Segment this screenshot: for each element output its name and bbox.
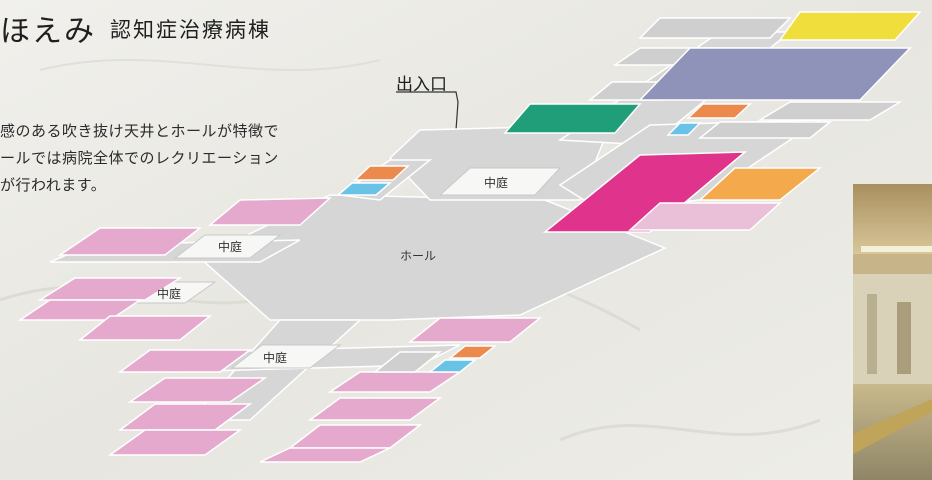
description-line-3: が行われます。 — [0, 176, 107, 194]
description-line-2: ールでは病院全体でのレクリエーション — [0, 149, 279, 167]
room-pink — [207, 197, 333, 226]
room-pink — [127, 377, 268, 403]
courtyard-label-lower: 中庭 — [263, 350, 287, 365]
description-line-1: 感のある吹き抜け天井とホールが特徴で — [0, 122, 280, 140]
courtyard-label-top: 中庭 — [484, 175, 508, 190]
courtyard-top — [438, 167, 562, 196]
room-gray — [638, 17, 792, 39]
room-orange — [447, 345, 498, 359]
room-gray — [757, 101, 903, 121]
room-orange — [353, 165, 410, 181]
courtyard-left-upper — [173, 234, 282, 259]
hall-photo — [853, 184, 932, 480]
room-pink — [407, 317, 543, 343]
ward-name-title: ほえみ — [0, 14, 96, 49]
room-light-pink — [628, 202, 782, 231]
room-cyan — [666, 122, 702, 136]
room-pink — [77, 315, 213, 341]
entrance-leader-line — [396, 91, 459, 131]
entrance-label: 出入口 — [396, 75, 447, 95]
room-pink — [307, 397, 443, 421]
room-magenta — [542, 151, 748, 233]
room-pink — [327, 371, 463, 393]
room-pink — [117, 349, 253, 373]
hall-label: ホール — [400, 249, 436, 263]
room-yellow — [778, 11, 922, 41]
room-orange — [686, 103, 752, 119]
room-pink — [117, 403, 253, 431]
courtyard-label-left-middle: 中庭 — [157, 286, 181, 301]
room-pink — [17, 299, 143, 321]
ward-type-title: 認知症治療病棟 — [110, 18, 271, 42]
room-gray — [372, 351, 443, 373]
room-lavender — [638, 47, 912, 101]
room-pink — [259, 447, 391, 463]
courtyard-lower — [230, 344, 342, 369]
room-light-orange — [698, 167, 823, 201]
room-pink — [287, 424, 423, 449]
courtyard-label-left-upper: 中庭 — [218, 239, 242, 254]
room-pink — [107, 429, 243, 456]
room-gray — [697, 121, 833, 139]
room-cyan — [335, 182, 393, 196]
room-green — [503, 103, 642, 134]
room-cyan — [427, 359, 478, 373]
room-pink — [57, 227, 203, 256]
